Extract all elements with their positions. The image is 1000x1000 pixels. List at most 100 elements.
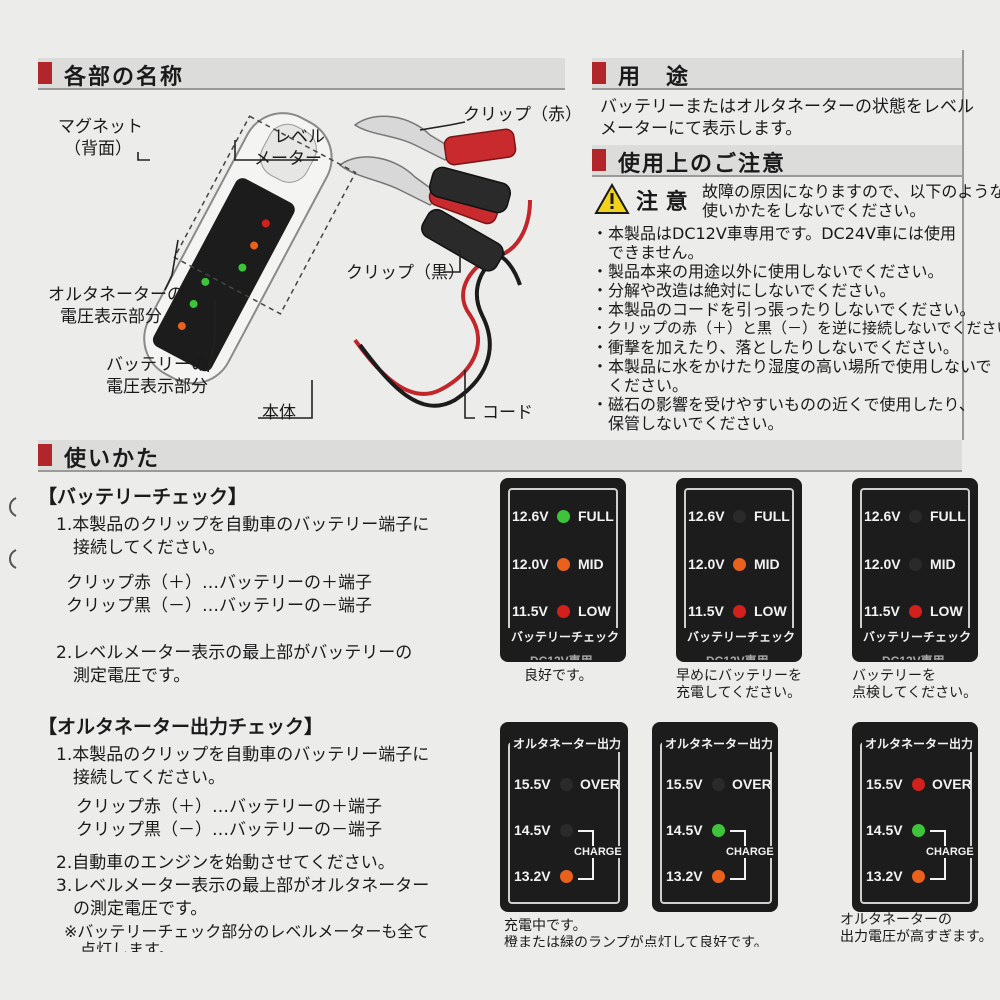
accent-bar [38,62,52,84]
label-level-meter-1: レベル [274,127,325,147]
meter-lamp [557,510,570,523]
label-magnet: マグネット [58,117,143,137]
caution-item: ・本製品に水をかけたり湿度の高い場所で使用しないで [592,357,992,376]
meter-voltage-label: 13.2V [866,868,903,884]
meter-voltage-label: 12.6V [512,508,549,524]
alt-step1-line2: 接続してください。 [56,768,225,788]
meter-level-label: FULL [754,508,790,524]
label-batt-display-1: バッテリーの [106,355,208,375]
divider [962,50,964,440]
meter-charge-label: CHARGE [572,846,624,858]
section-header-howto: 使いかた [38,440,962,472]
alternator-caption: 橙または緑のランプが点灯して良好です。 [504,935,768,947]
meter-lamp [733,510,746,523]
tester-illustration [143,112,532,408]
meter-level-label: FULL [930,508,966,524]
warning-icon [594,183,630,214]
battery-meter-panel: 12.6VFULL12.0VMID11.5VLOWバッテリーチェックDC12V専… [500,478,626,662]
meter-voltage-label: 13.2V [666,868,703,884]
alt-step3-line2: の測定電圧です。 [56,899,208,919]
accent-bar [38,444,52,466]
alt-note-line1: ※バッテリーチェック部分のレベルメーターも全て [64,922,430,941]
binding-rings [9,497,17,569]
meter-voltage-label: 13.2V [514,868,551,884]
battery-caption: 点検してください。 [852,685,978,701]
alternator-caption: 出力電圧が高すぎます。 [840,929,993,945]
meter-level-label: OVER [932,776,972,792]
meter-voltage-label: 12.6V [864,508,901,524]
usage-line-1: バッテリーまたはオルタネーターの状態をレベル [600,97,974,117]
meter-lamp [733,558,746,571]
battery-caption: 良好です。 [524,668,593,684]
caution-item: ください。 [592,376,689,395]
meter-level-label: OVER [732,776,772,792]
alt-note-line2: 点灯します。 [64,940,175,952]
caution-item: ・本製品はDC12V車専用です。DC24V車には使用 [592,224,956,243]
section-title-usage: 用 途 [618,65,691,90]
label-magnet-sub: （背面） [64,139,132,159]
section-title-parts: 各部の名称 [64,65,185,90]
meter-voltage-label: 11.5V [864,603,900,619]
meter-header-label: オルタネーター出力 [662,735,777,752]
label-clip-black: クリップ（黒） [346,263,465,283]
meter-header-label: オルタネーター出力 [862,735,977,752]
meter-lamp [912,824,925,837]
meter-level-label: MID [754,556,780,572]
label-alt-display-1: オルタネーターの [48,285,184,305]
meter-voltage-label: 14.5V [866,822,903,838]
meter-lamp [733,605,746,618]
battery-caption: 早めにバッテリーを [676,668,802,684]
battery-step1-line1: 1.本製品のクリップを自動車のバッテリー端子に [56,515,430,535]
meter-voltage-label: 14.5V [514,822,551,838]
meter-lamp [912,778,925,791]
meter-voltage-label: 11.5V [512,603,548,619]
meter-voltage-label: 14.5V [666,822,703,838]
accent-bar [592,149,606,171]
meter-lamp [912,870,925,883]
caution-intro-2: 使いかたをしないでください。 [702,201,926,220]
meter-level-label: MID [930,556,956,572]
battery-step2-line1: 2.レベルメーター表示の最上部がバッテリーの [56,643,413,663]
section-header-caution: 使用上のご注意 [592,145,962,177]
meter-lamp [909,605,922,618]
meter-lamp [560,778,573,791]
meter-footer-label: バッテリーチェック [684,628,799,645]
meter-voltage-label: 11.5V [688,603,724,619]
meter-lamp [557,605,570,618]
meter-lamp [712,778,725,791]
meter-lamp [909,558,922,571]
meter-footer-label: バッテリーチェック [508,628,623,645]
section-header-usage: 用 途 [592,58,962,90]
alt-step3-line1: 3.レベルメーター表示の最上部がオルタネーター [56,876,430,896]
caution-item: ・衝撃を加えたり、落としたりしないでください。 [592,338,959,357]
caution-item: ・本製品のコードを引っ張ったりしないでください。 [592,300,976,319]
meter-voltage-label: 15.5V [866,776,903,792]
label-level-meter-2: メーター [254,149,322,169]
meter-level-label: MID [578,556,604,572]
section-title-caution: 使用上のご注意 [618,152,787,177]
battery-caption: 充電してください。 [676,685,802,701]
battery-meter-panel: 12.6VFULL12.0VMID11.5VLOWバッテリーチェックDC12V専… [852,478,978,662]
alternator-caption: オルタネーターの [840,912,952,928]
caution-item: 保管しないでください。 [592,414,784,433]
meter-footer-label: バッテリーチェック [860,628,975,645]
section-header-parts: 各部の名称 [38,58,565,90]
meter-lamp [557,558,570,571]
caution-item: ・分解や改造は絶対にしないでください。 [592,281,896,300]
battery-clip-red: クリップ赤（＋）…バッテリーの＋端子 [66,573,372,593]
battery-clip-black: クリップ黒（－）…バッテリーの－端子 [66,596,372,616]
meter-lamp [712,870,725,883]
meter-voltage-label: 15.5V [666,776,703,792]
meter-voltage-label: 12.0V [512,556,549,572]
meter-level-label: LOW [578,603,611,619]
alt-step1-line1: 1.本製品のクリップを自動車のバッテリー端子に [56,745,430,765]
alternator-caption: 充電中です。 [504,918,587,934]
meter-level-label: OVER [580,776,620,792]
meter-lamp [560,870,573,883]
meter-voltage-label: 12.6V [688,508,725,524]
meter-header-label: オルタネーター出力 [510,735,625,752]
